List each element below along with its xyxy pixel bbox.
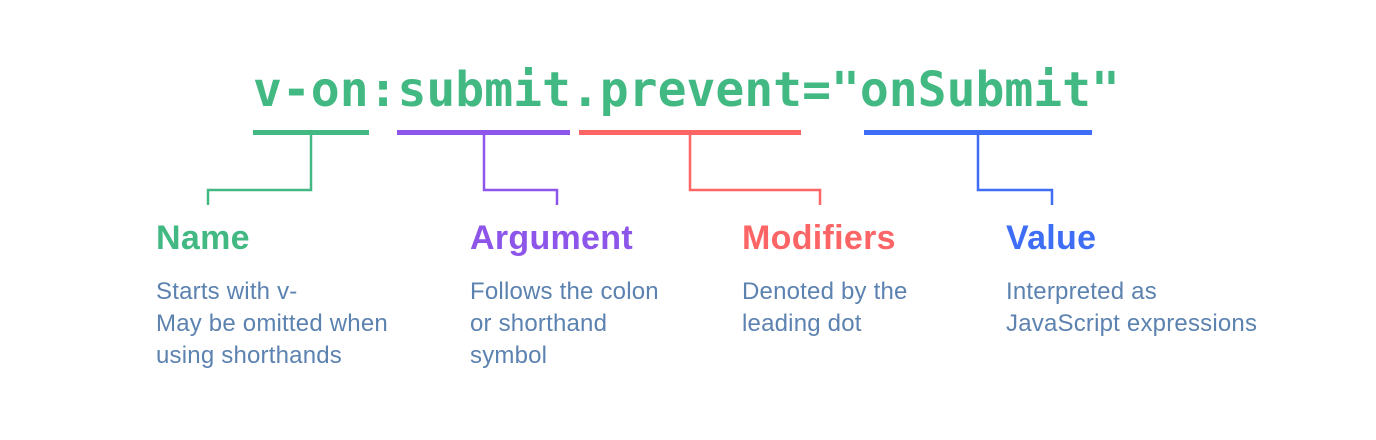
argument-label: Argument	[470, 219, 633, 257]
name-connector-line	[206, 135, 313, 205]
name-underline	[253, 130, 369, 135]
value-connector-line	[976, 135, 1054, 205]
name-description: Starts with v- May be omitted when using…	[156, 278, 388, 369]
name-label: Name	[156, 219, 250, 257]
modifiers-underline	[579, 130, 801, 135]
value-label: Value	[1006, 219, 1097, 257]
argument-connector-line	[482, 135, 559, 205]
modifiers-connector-line	[688, 135, 822, 205]
value-description: Interpreted as JavaScript expressions	[1006, 278, 1258, 337]
value-underline	[864, 130, 1092, 135]
argument-underline	[397, 130, 570, 135]
directive-code: v-on:submit.prevent="onSubmit"	[253, 62, 1120, 118]
modifiers-description: Denoted by the leading dot	[742, 278, 908, 337]
modifiers-label: Modifiers	[742, 219, 896, 257]
argument-description: Follows the colon or shorthand symbol	[470, 278, 659, 369]
